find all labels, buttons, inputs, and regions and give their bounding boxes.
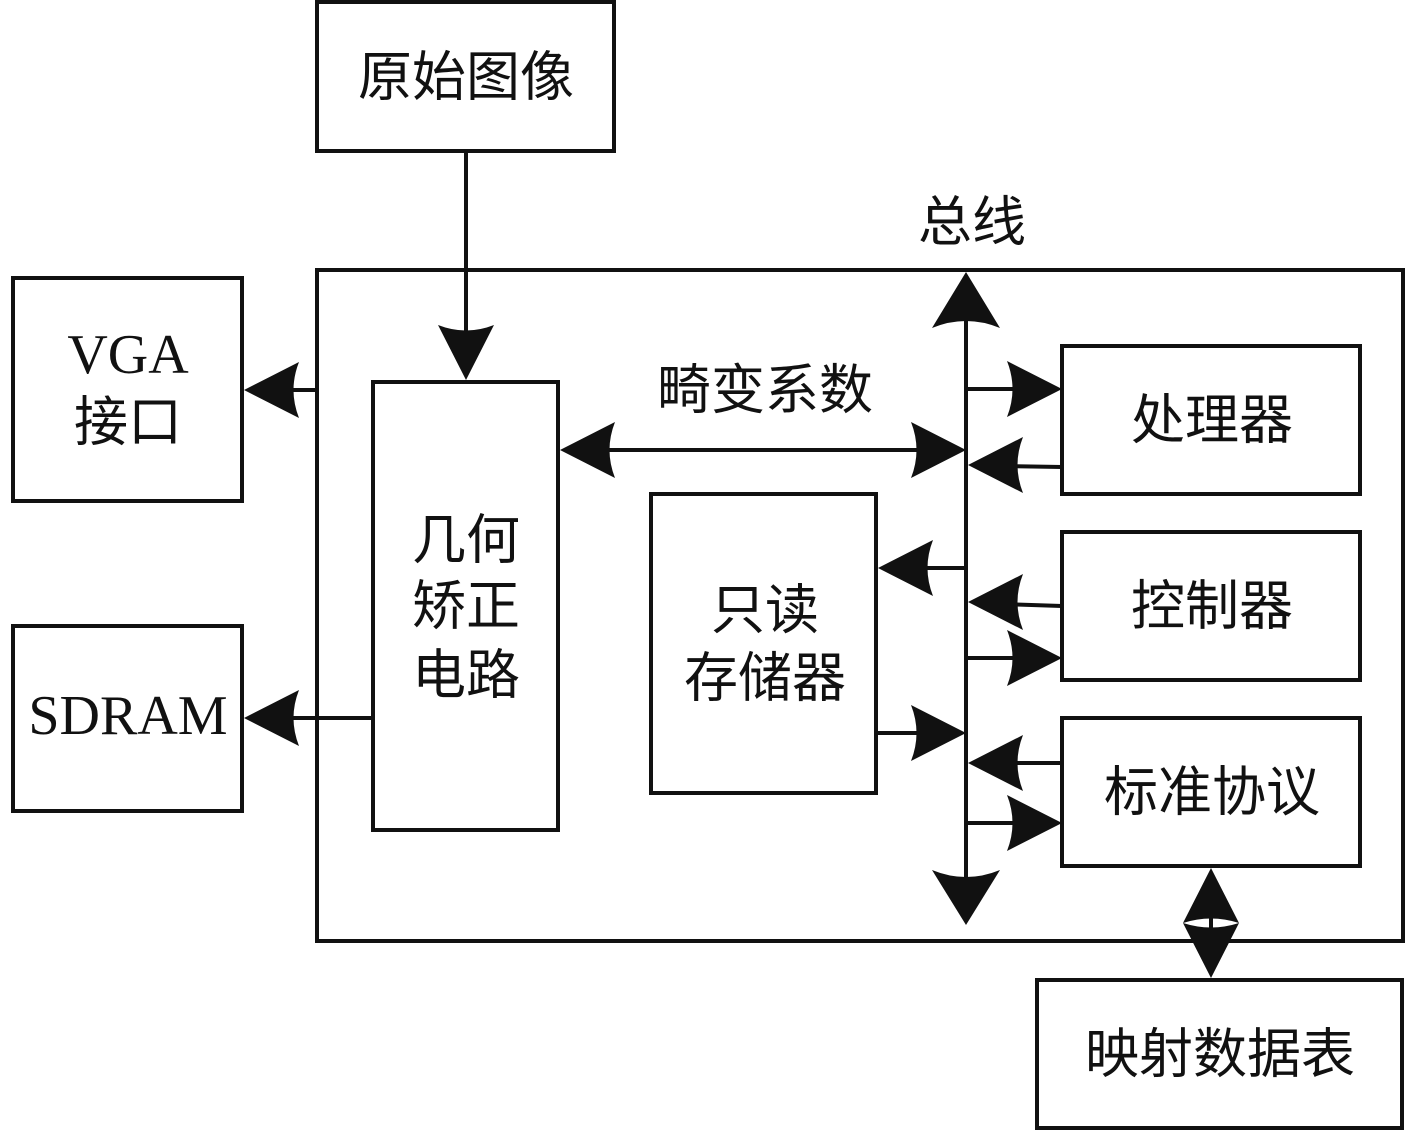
bus-to-protocol-arrow [1007, 795, 1062, 851]
distortion-coefficients-arrow-right [911, 422, 966, 478]
processor-label: 处理器 [1131, 389, 1293, 452]
geometry-correction-block: 几何 矫正 电路 [371, 380, 560, 832]
source-image-block: 原始图像 [315, 0, 616, 153]
geometry-correction-line2: 矫正 [412, 575, 520, 638]
geometry-correction-line1: 几何 [412, 509, 520, 572]
rom-to-bus-arrow [911, 705, 966, 761]
bus-to-controller-arrow [1007, 630, 1062, 686]
sdram-label: SDRAM [28, 685, 227, 747]
mapping-table-label: 映射数据表 [1085, 1023, 1355, 1086]
rom-label-line2: 存储器 [684, 647, 846, 710]
processor-box [1060, 344, 1362, 496]
bus-to-processor-arrow [1007, 361, 1062, 417]
controller-to-bus-arrow [968, 574, 1023, 630]
source-image-label: 原始图像 [358, 46, 574, 109]
processor-block: 处理器 [1060, 344, 1362, 496]
vga-label-line1: VGA [67, 324, 189, 386]
bus-arrow-down [932, 870, 1000, 925]
vga-label-line2: 接口 [74, 391, 182, 454]
distortion-coefficients-arrow-left [560, 422, 615, 478]
distortion-coefficients-label: 畸变系数 [657, 359, 873, 422]
to-sdram-arrow [244, 690, 299, 746]
standard-protocol-block: 标准协议 [1060, 716, 1362, 868]
controller-label: 控制器 [1131, 575, 1293, 638]
bus-arrow-up [932, 272, 1000, 328]
bus-to-rom-arrow [878, 540, 933, 596]
rom-box [649, 492, 878, 795]
rom-label-line1: 只读 [711, 579, 819, 642]
vga-block: VGA 接口 [11, 276, 244, 503]
bus-label: 总线 [918, 191, 1026, 254]
protocol-mapping-arrow-down [1183, 923, 1239, 978]
controller-block: 控制器 [1060, 530, 1362, 682]
processor-to-bus-arrow [968, 437, 1023, 493]
mapping-table-box [1035, 978, 1404, 1130]
sdram-block: SDRAM [11, 624, 244, 813]
sdram-box [11, 624, 244, 813]
standard-protocol-label: 标准协议 [1104, 761, 1320, 824]
source-to-correction-arrow [438, 325, 494, 380]
vga-box [11, 276, 244, 503]
protocol-mapping-arrow-up [1183, 868, 1239, 923]
rom-block: 只读 存储器 [649, 492, 878, 795]
mapping-table-block: 映射数据表 [1035, 978, 1404, 1130]
standard-protocol-box [1060, 716, 1362, 868]
geometry-correction-line3: 电路 [412, 644, 520, 707]
protocol-to-bus-arrow [968, 735, 1023, 791]
to-vga-arrow [244, 362, 299, 418]
geometry-correction-box [371, 380, 560, 832]
source-image-box [315, 0, 616, 153]
